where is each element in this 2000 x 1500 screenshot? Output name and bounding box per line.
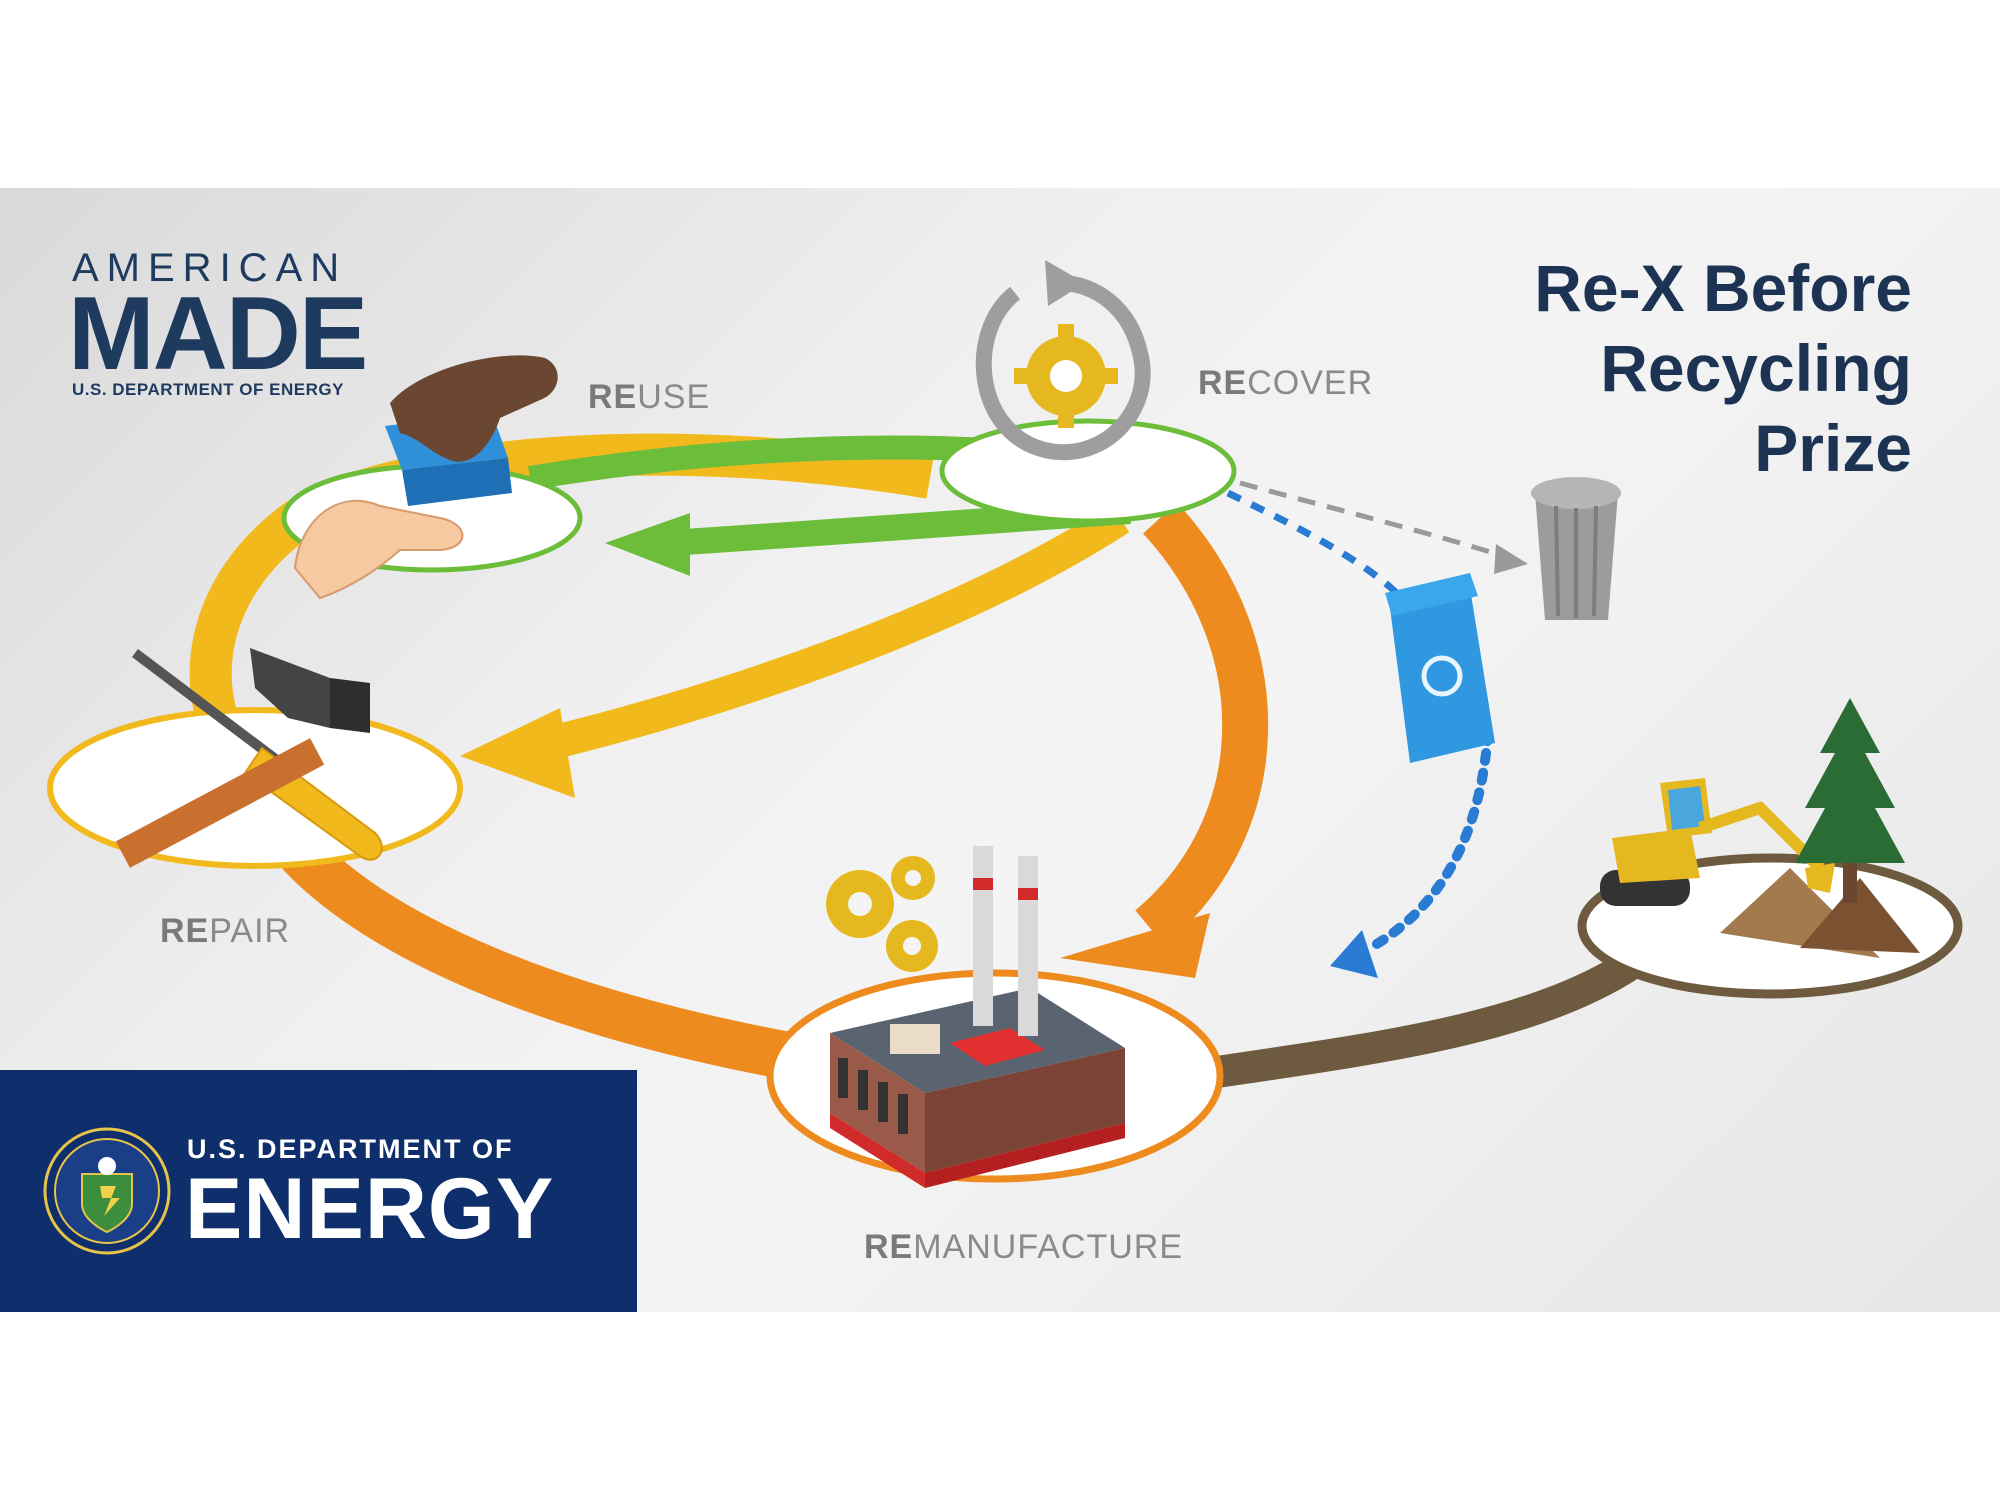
factory-icon <box>826 846 1125 1188</box>
blue-dotted-arrow-to-remanufacture <box>1365 728 1493 953</box>
title-line2: Recycling <box>1600 331 1912 405</box>
page-title: Re-X Before Recycling Prize <box>1534 248 1912 488</box>
american-made-logo: MADE <box>68 276 368 392</box>
label-remanufacture: REMANUFACTURE <box>864 1228 1184 1266</box>
label-reuse: REUSE <box>588 378 711 416</box>
tools-icon <box>115 648 383 868</box>
title-line3: Prize <box>1754 411 1912 485</box>
recover-gear-icon <box>975 260 1151 460</box>
hand-block-icon <box>293 355 558 600</box>
gray-dashed-arrow <box>1239 480 1511 561</box>
american-made-line1: AMERICAN <box>72 246 348 290</box>
doe-seal-icon <box>43 1127 171 1255</box>
label-recover: RECOVER <box>1198 364 1374 402</box>
gray-arrowhead <box>1494 544 1528 574</box>
title-line1: Re-X Before <box>1534 251 1912 325</box>
american-made-line3: U.S. DEPARTMENT OF ENERGY <box>72 380 344 399</box>
infographic-banner: AMERICAN MADE U.S. DEPARTMENT OF ENERGY … <box>0 188 2000 1312</box>
trash-can-icon <box>1531 477 1621 620</box>
green-arrow-top <box>528 435 991 490</box>
orange-recover-remanufacture-arrow <box>1134 502 1269 946</box>
brown-flow-path <box>1207 944 1650 1089</box>
recover-node <box>939 418 1237 524</box>
green-arrowhead <box>605 513 690 576</box>
recycle-bin-icon <box>1385 573 1495 763</box>
doe-wordmark: ENERGY <box>185 1161 555 1257</box>
orange-arrowhead <box>1060 913 1210 978</box>
doe-footer-block: U.S. DEPARTMENT OF ENERGY <box>0 1070 637 1312</box>
label-repair: REPAIR <box>160 912 291 950</box>
cycle-diagram <box>47 260 1963 1188</box>
yellow-recover-repair-arrow <box>526 503 1130 765</box>
doe-line1: U.S. DEPARTMENT OF <box>187 1134 514 1164</box>
yellow-arrowhead <box>460 708 575 798</box>
excavator-tree-icon <box>1600 698 1920 958</box>
blue-arrowhead <box>1330 930 1378 978</box>
blue-dotted-arrow-to-bin <box>1226 489 1413 611</box>
